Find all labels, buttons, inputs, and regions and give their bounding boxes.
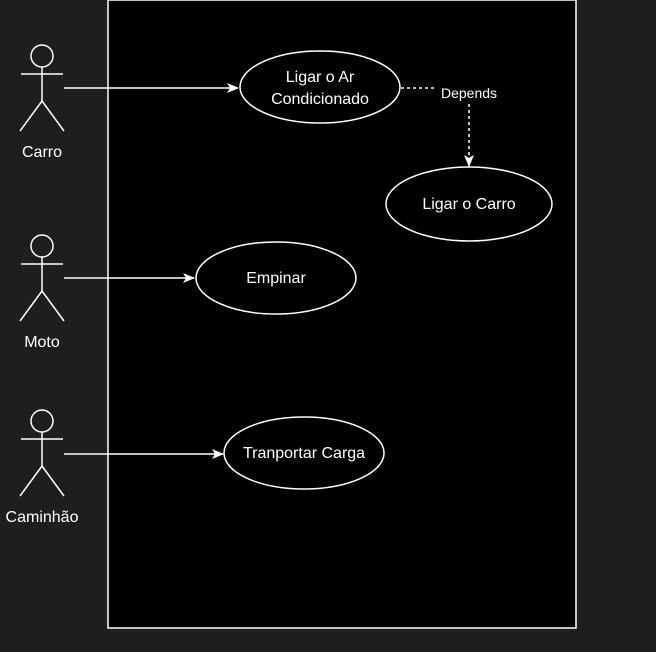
actor-moto[interactable] — [19, 234, 65, 322]
dependency-label-bg — [434, 83, 504, 102]
actor-head — [30, 409, 54, 433]
use-case-ligar-o-carro[interactable] — [385, 166, 553, 242]
actor-head — [30, 44, 54, 68]
actor-label-moto: Moto — [24, 334, 60, 351]
actor-head — [30, 234, 54, 258]
use-case-empinar[interactable] — [195, 241, 357, 315]
actor-carro[interactable] — [19, 44, 65, 132]
use-case-label: Ligar o Carro — [422, 196, 515, 213]
use-case-label: Tranportar Carga — [243, 445, 365, 462]
actor-label-caminhao: Caminhão — [6, 509, 79, 526]
use-case-tranportar-carga[interactable] — [223, 416, 385, 490]
actor-caminhao[interactable] — [19, 409, 65, 497]
use-case-label: Ligar o Ar — [286, 69, 355, 86]
actor-left-leg — [19, 465, 43, 497]
use-case-ligar-ar-condicionado[interactable] — [239, 50, 401, 124]
dependency-label: Depends — [441, 85, 497, 101]
use-case-label: Empinar — [246, 270, 306, 287]
actor-left-leg — [19, 100, 43, 132]
actor-label-carro: Carro — [22, 144, 62, 161]
actor-right-leg — [41, 290, 65, 322]
actor-right-leg — [41, 100, 65, 132]
actor-right-leg — [41, 465, 65, 497]
actor-left-leg — [19, 290, 43, 322]
use-case-label: Condicionado — [271, 91, 369, 108]
